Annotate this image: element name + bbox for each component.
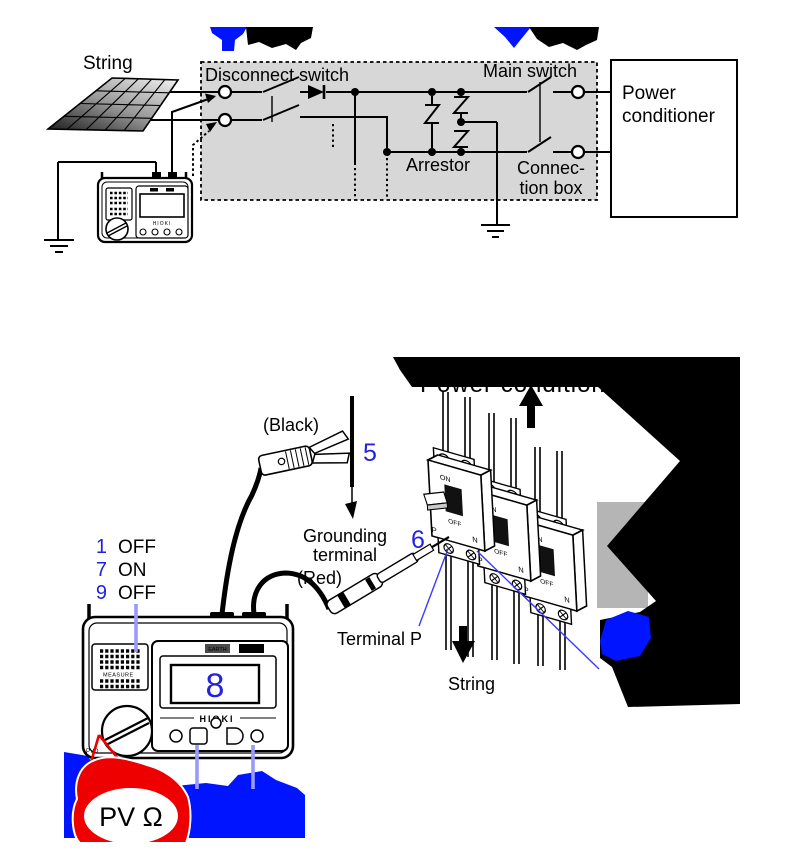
rotary-dial-icon — [105, 217, 129, 241]
diode-icon — [308, 85, 324, 99]
grounding-terminal-label-2: terminal — [313, 545, 377, 565]
down-arrow-icon — [452, 626, 475, 663]
meter-button[interactable] — [169, 729, 183, 743]
occluded-callout-icon — [600, 611, 651, 661]
step-6-number: 6 — [411, 526, 425, 554]
display-step-number: 8 — [206, 667, 225, 705]
power-conditioner-box: Power conditioner — [610, 59, 738, 218]
insulation-tester: MEASURE EARTH LINE 8 HIOKI PVΩ — [81, 604, 295, 760]
rotary-dial-icon[interactable] — [100, 704, 154, 758]
black-lead-label: (Black) — [263, 415, 319, 435]
earth-label: EARTH — [208, 647, 227, 653]
breaker-wires — [442, 392, 566, 670]
arrowhead-icon — [205, 93, 216, 103]
step-state: ON — [118, 560, 147, 581]
meter-button[interactable] — [226, 727, 244, 745]
connection-box-label-2: tion box — [519, 178, 582, 198]
connection-terminals — [217, 84, 586, 160]
arrowhead-icon — [206, 122, 217, 132]
pointer-line — [134, 604, 255, 789]
grounding-terminal-label-1: Grounding — [303, 526, 387, 546]
lcd-display — [169, 663, 261, 705]
alligator-clip-icon — [257, 430, 351, 476]
switch-step-list: 1 OFF 7 ON 9 OFF — [96, 536, 156, 604]
power-conditioner-label-1: Power — [622, 83, 677, 104]
connection-box-label-1: Connec- — [517, 158, 585, 178]
step-number: 7 — [96, 559, 107, 581]
connection-box-outline — [200, 61, 598, 201]
dial-position-label: PVΩ — [86, 749, 99, 755]
arrowhead-icon — [345, 501, 357, 519]
red-lead-label: (Red) — [297, 568, 342, 588]
red-test-lead — [251, 570, 332, 615]
annotation-line — [476, 550, 600, 670]
junction-dots — [351, 88, 465, 156]
pv-ohm-callout: PV Ω — [71, 734, 192, 844]
step-number: 1 — [96, 536, 107, 558]
occluded-callout-icon — [494, 27, 599, 50]
meter-button[interactable] — [250, 729, 264, 743]
step-state: OFF — [118, 537, 156, 558]
annotation-line — [418, 548, 449, 627]
arrestor-symbol — [422, 96, 442, 148]
occluded-callout-icon — [175, 771, 305, 838]
black-test-lead — [219, 467, 264, 615]
ground-symbol — [461, 121, 510, 238]
measure-label: MEASURE — [103, 673, 134, 679]
meter-button[interactable] — [189, 727, 208, 745]
main-switch-label: Main switch — [483, 61, 577, 81]
step-state: OFF — [118, 583, 156, 604]
solar-panel-icon — [45, 77, 180, 132]
brand-logo: HIOKI — [153, 221, 172, 227]
string-label: String — [83, 53, 133, 74]
dial-callout-label: PV Ω — [99, 802, 163, 832]
ground-symbol — [44, 162, 74, 253]
power-conditioner-label-2: conditioner — [622, 106, 716, 127]
occlusion-blob — [393, 357, 740, 707]
insulation-tester-small: HIOKI — [96, 172, 194, 244]
occluded-callout-icon — [210, 27, 313, 51]
meter-button[interactable] — [210, 717, 222, 729]
step-5-number: 5 — [363, 439, 377, 467]
string-label: String — [448, 674, 495, 694]
disconnect-switch-label: Disconnect switch — [205, 65, 349, 85]
top-circuit-diagram: String Disconnect switch Main switch Arr… — [44, 27, 738, 253]
arrestor-label: Arrestor — [406, 155, 470, 175]
measure-keypad[interactable]: MEASURE — [91, 643, 149, 691]
step-number: 9 — [96, 582, 107, 604]
up-arrow-icon — [519, 385, 543, 428]
bottom-connection-diagram: Power conditioner — [64, 357, 740, 844]
line-label: LINE — [245, 647, 258, 653]
terminal-p-label: Terminal P — [337, 629, 422, 649]
test-probe-icon — [326, 535, 450, 615]
